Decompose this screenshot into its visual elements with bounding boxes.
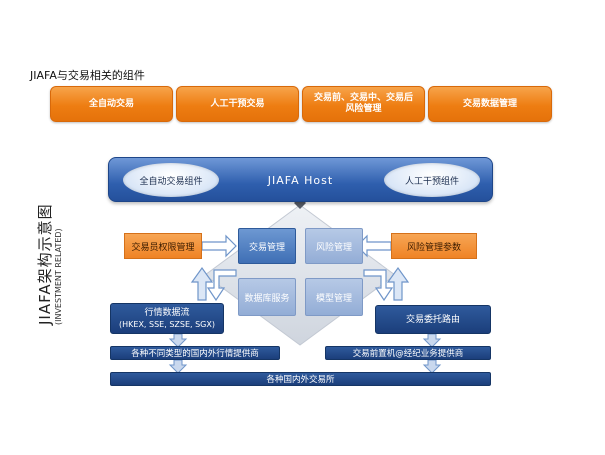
arrow-provider-to-exchanges-right — [422, 359, 442, 374]
tab-label-line-1: 交易前、交易中、交易后 — [313, 93, 413, 103]
tab-trading-data-management[interactable]: 交易数据管理 — [428, 86, 552, 122]
database-service-box[interactable]: 数据库服务 — [238, 278, 296, 316]
arrow-grid-to-market-data — [206, 269, 237, 302]
trade-management-box[interactable]: 交易管理 — [238, 228, 296, 264]
order-routing-box[interactable]: 交易委托路由 — [375, 305, 491, 334]
model-management-box[interactable]: 模型管理 — [305, 278, 363, 316]
trader-permission-management[interactable]: 交易员权限管理 — [124, 233, 202, 259]
box-label: 交易管理 — [248, 242, 285, 253]
order-routing-label: 交易委托路由 — [405, 314, 460, 325]
box-label: 模型管理 — [315, 293, 352, 304]
box-label: 风险管理 — [315, 242, 352, 253]
component-label: 全自动交易组件 — [139, 176, 203, 187]
risk-management-box[interactable]: 风险管理 — [305, 228, 363, 264]
section-title: JIAFA与交易相关的组件 — [30, 69, 145, 82]
arrow-market-to-provider — [168, 333, 188, 348]
arrow-routing-to-provider — [422, 333, 442, 348]
component-label: 人工干预组件 — [404, 176, 459, 187]
tab-label: 人工干预交易 — [210, 98, 265, 109]
tab-full-auto-trading[interactable]: 全自动交易 — [50, 86, 173, 122]
broker-front-end-bar[interactable]: 交易前置机@经纪业务提供商 — [325, 346, 491, 360]
market-data-exchanges: (HKEX, SSE, SZSE, SGX) — [119, 319, 215, 329]
bar-label: 交易前置机@经纪业务提供商 — [352, 349, 464, 359]
manual-intervention-component[interactable]: 人工干预组件 — [384, 163, 480, 197]
arrow-order-routing-up — [386, 266, 410, 301]
full-auto-trading-component[interactable]: 全自动交易组件 — [123, 163, 219, 197]
risk-parameters[interactable]: 风险管理参数 — [391, 233, 477, 259]
panel-label: 风险管理参数 — [406, 242, 461, 253]
arrow-grid-to-order-routing — [363, 269, 394, 302]
bar-label: 各种国内外交易所 — [266, 375, 335, 385]
market-data-feed-box[interactable]: 行情数据流 (HKEX, SSE, SZSE, SGX) — [110, 303, 224, 334]
arrow-market-data-up — [190, 266, 214, 301]
box-label: 数据库服务 — [244, 293, 290, 304]
tab-label-line-2: 风险管理 — [345, 104, 382, 114]
arrow-left-panel-to-grid — [201, 234, 237, 258]
tab-manual-intervention-trading[interactable]: 人工干预交易 — [176, 86, 299, 122]
market-data-title: 行情数据流 — [144, 307, 190, 318]
panel-label: 交易员权限管理 — [131, 242, 195, 253]
host-title: JIAFA Host — [267, 174, 334, 187]
exchanges-bar[interactable]: 各种国内外交易所 — [110, 372, 491, 386]
market-data-providers-bar[interactable]: 各种不同类型的国内外行情提供商 — [110, 346, 280, 360]
tab-label: 全自动交易 — [88, 98, 134, 109]
bar-label: 各种不同类型的国内外行情提供商 — [131, 349, 259, 359]
tab-label: 交易数据管理 — [462, 98, 517, 109]
arrow-provider-to-exchanges — [168, 359, 188, 374]
tab-risk-management[interactable]: 交易前、交易中、交易后 风险管理 — [302, 86, 425, 122]
